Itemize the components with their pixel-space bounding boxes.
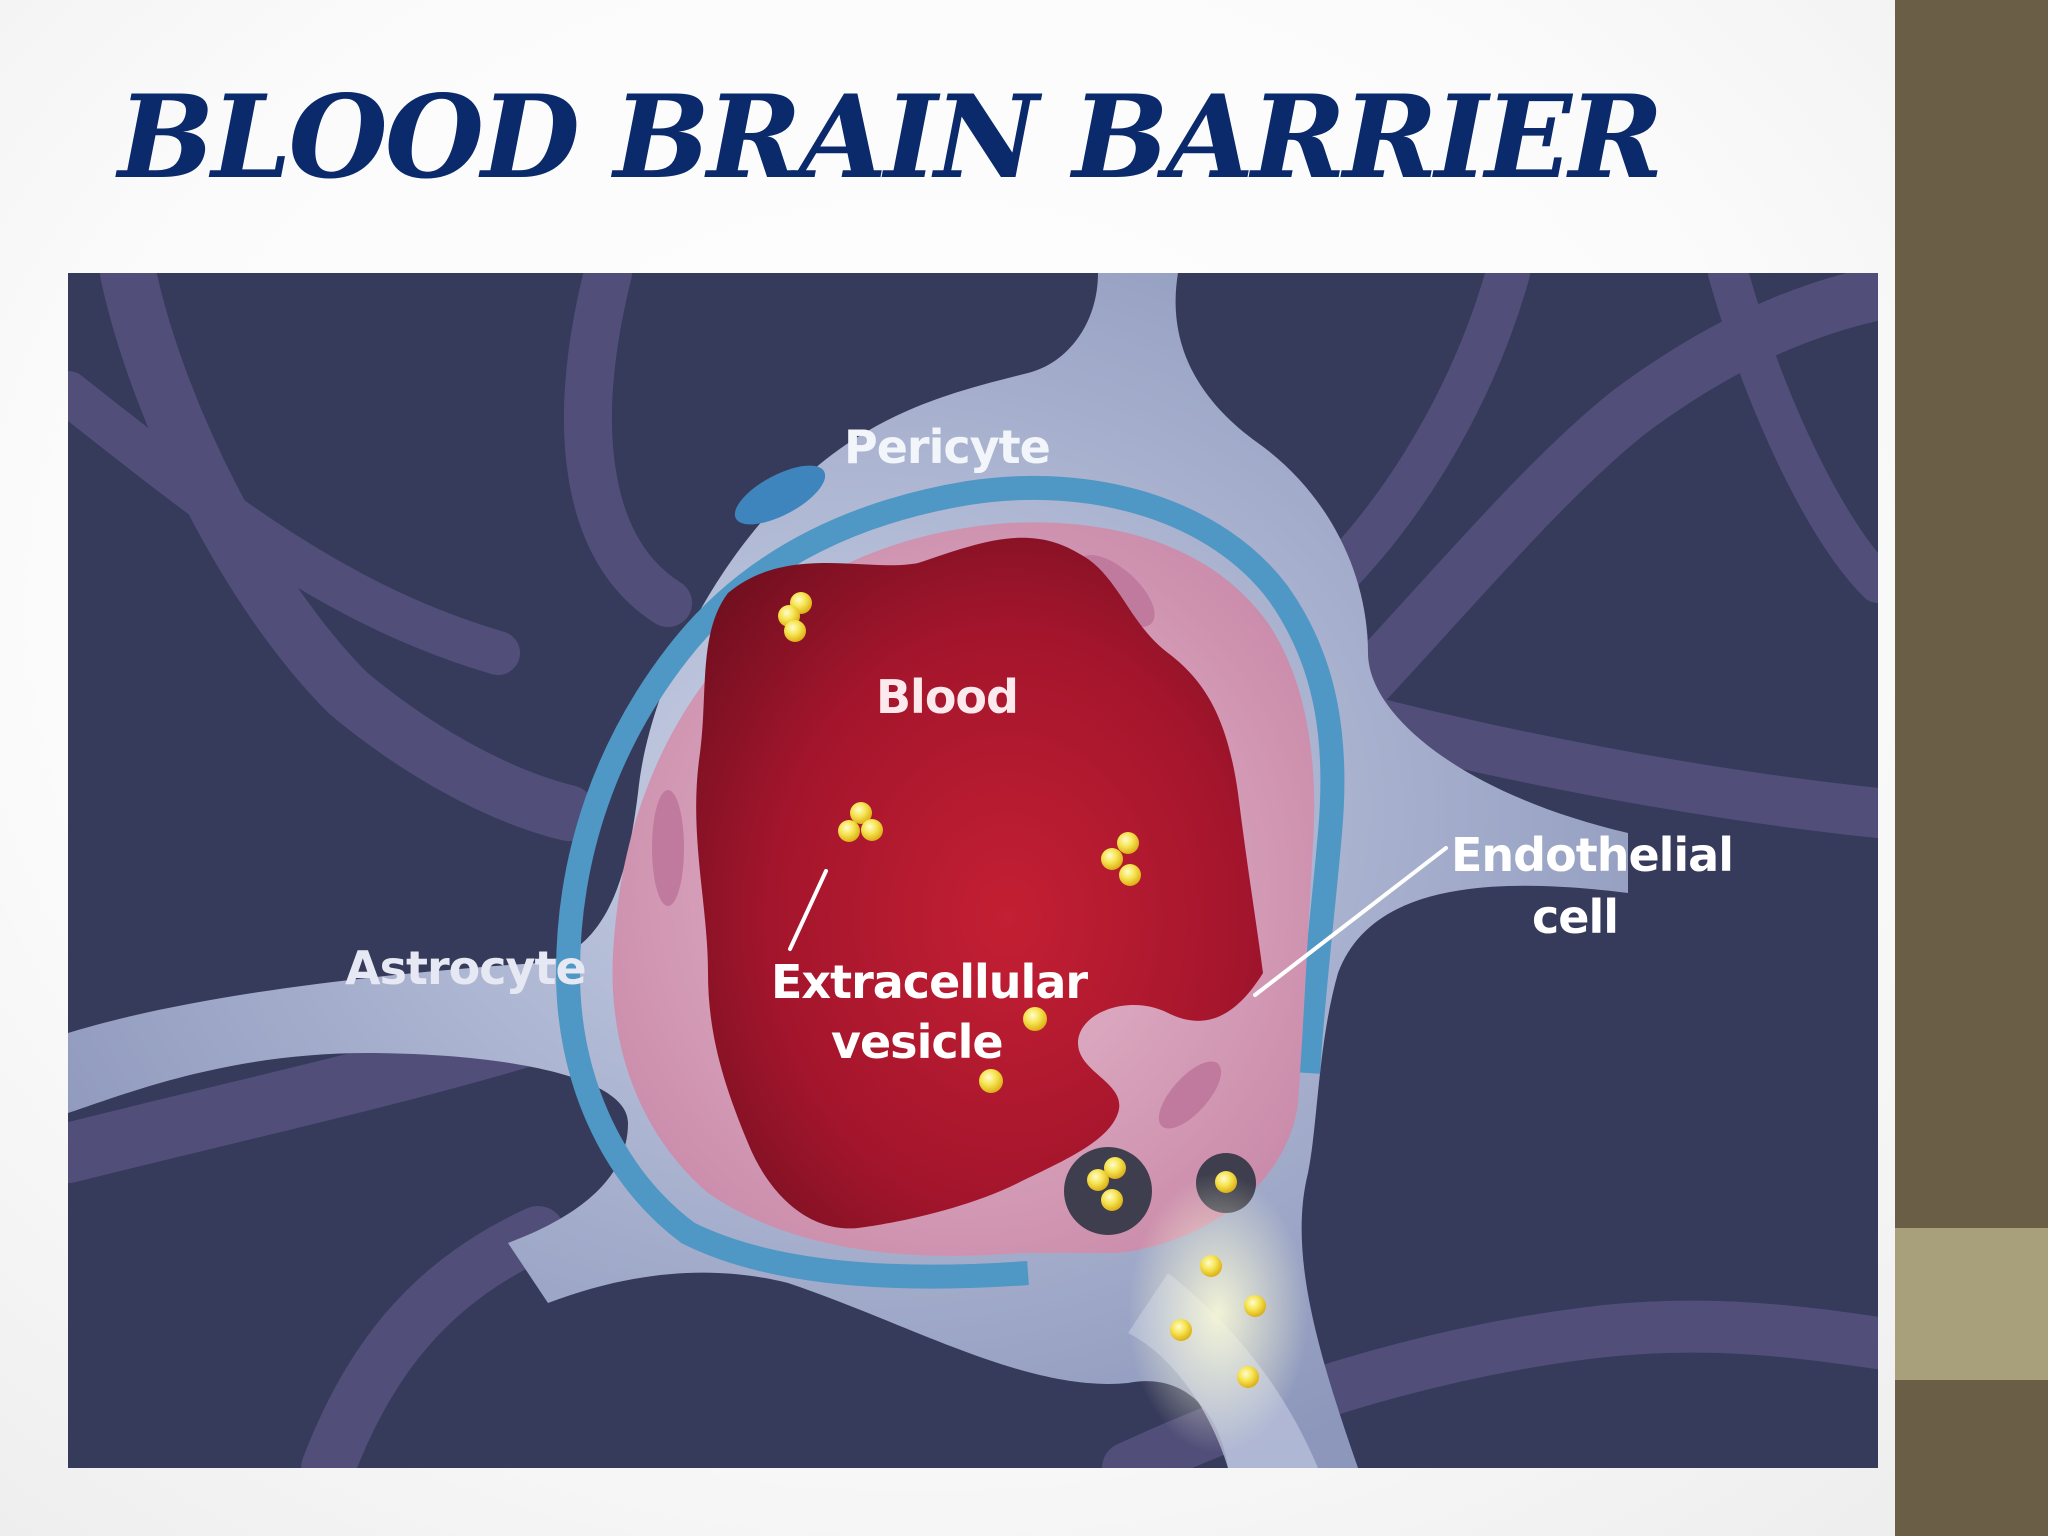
extracellular-vesicle-pointer [788,869,828,951]
pericyte-cell [734,465,826,525]
vesicle [838,820,860,842]
vesicle [1200,1255,1222,1277]
vesicle [1101,848,1123,870]
vesicle [1101,1189,1123,1211]
vesicle [979,1069,1003,1093]
blood-brain-barrier-diagram: Pericyte Blood Astrocyte Extracellular v… [68,273,1878,1468]
label-extracellular-vesicle-line2: vesicle [831,1015,1003,1069]
label-endothelial-cell-line1: Endothelial [1451,828,1733,882]
vesicle [784,620,806,642]
blood-lumen [696,537,1263,1229]
endothelial-cell-pointer [1253,846,1448,997]
vesicle [1237,1366,1259,1388]
label-endothelial-cell-line2: cell [1532,890,1618,944]
basement-membrane [555,475,1345,1289]
vesicle [1087,1169,1109,1191]
label-extracellular-vesicle-line1: Extracellular [771,955,1088,1009]
vesicle [1117,832,1139,854]
endothelial-nucleus [652,790,684,906]
label-blood: Blood [876,670,1018,724]
vesicle [1244,1295,1266,1317]
label-pericyte: Pericyte [844,420,1050,474]
extracellular-vesicles [778,592,1266,1388]
label-astrocyte: Astrocyte [345,941,586,995]
vesicle [1119,864,1141,886]
vesicle [1215,1171,1237,1193]
vesicle [850,802,872,824]
slide-title: BLOOD BRAIN BARRIER [118,70,1664,204]
vesicle [1023,1007,1047,1031]
vesicle [861,819,883,841]
vesicle [1104,1157,1126,1179]
vesicle-release-glow [1128,1173,1308,1453]
endothelial-nucleus [1158,1061,1222,1129]
vesicle [1170,1319,1192,1341]
side-decoration-accent [1895,1228,2048,1380]
